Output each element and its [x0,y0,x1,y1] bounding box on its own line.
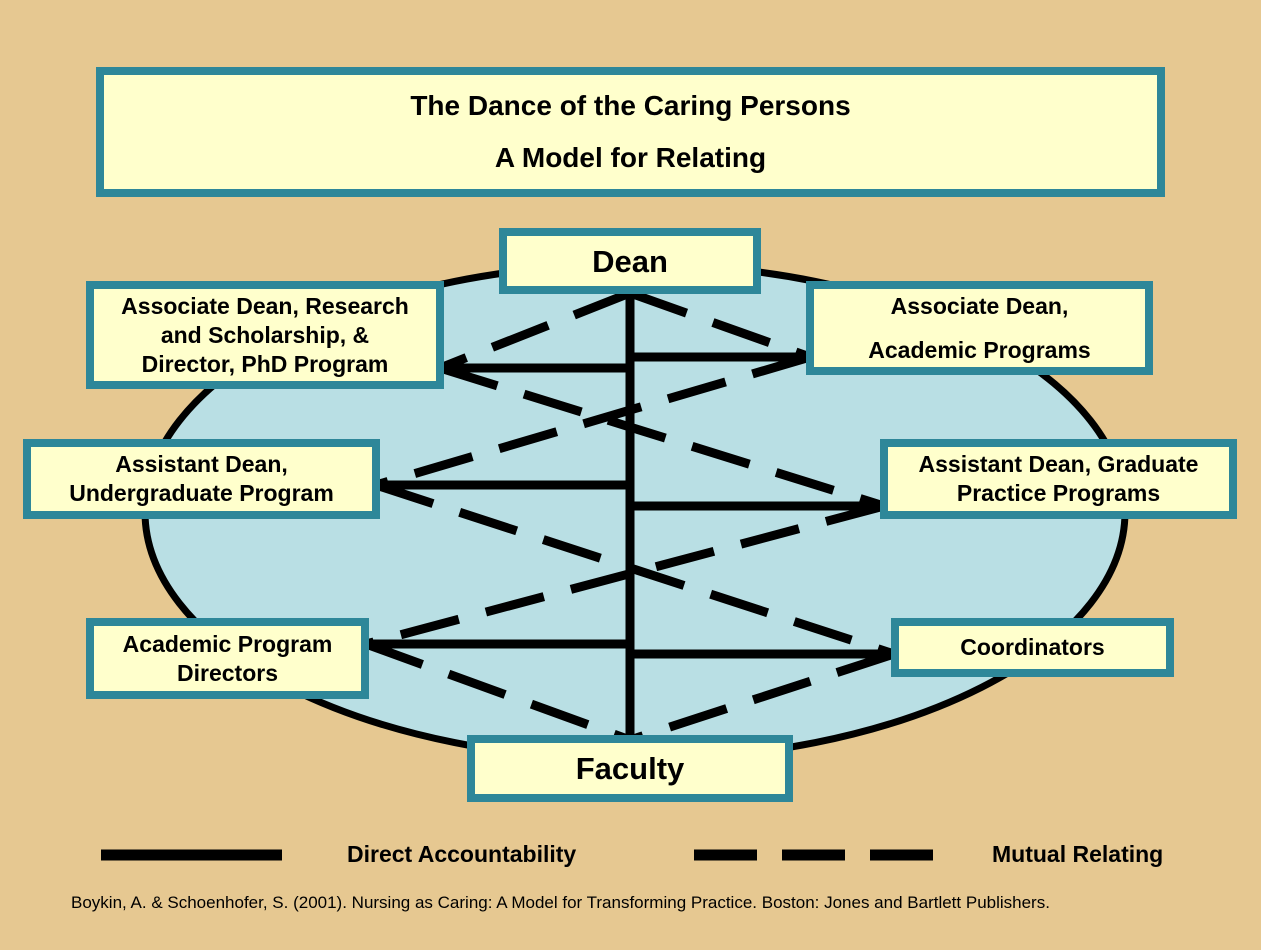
node-label: Dean [592,243,668,279]
title-line-2: A Model for Relating [494,142,767,173]
dashed-line-coordinators-faculty [628,649,896,745]
dashed-line-academic-directors-faculty [364,639,632,745]
dashed-line-dean-assoc-academic [628,288,812,362]
node-label: Assistant Dean, [115,451,288,477]
node-asst-dean-undergrad: Assistant Dean, Undergraduate Program [23,439,380,519]
node-academic-program-directors: Academic Program Directors [86,618,369,699]
node-label: Practice Programs [956,480,1161,506]
citation: Boykin, A. & Schoenhofer, S. (2001). Nur… [71,893,1050,912]
dashed-line-assoc-academic-asst-undergrad [374,352,812,490]
node-dean: Dean [499,228,761,294]
node-label: Director, PhD Program [141,350,389,377]
node-label: Academic Programs [868,337,1091,363]
node-label: Associate Dean, Research [121,292,409,319]
dashed-line-asst-undergrad-coordinators [374,480,896,659]
dashed-line-dean-assoc-research [438,288,632,373]
node-label: and Scholarship, & [160,321,370,348]
node-assoc-dean-academic: Associate Dean, Academic Programs [806,281,1153,375]
legend-mutual-relating-label: Mutual Relating [992,841,1164,867]
title-line-1: The Dance of the Caring Persons [410,90,851,121]
dashed-line-asst-grad-academic-directors [364,501,886,649]
node-label: Associate Dean, [890,293,1069,319]
node-label: Coordinators [960,634,1105,660]
node-assoc-dean-research: Associate Dean, Research and Scholarship… [86,281,444,389]
legend-direct-accountability-label: Direct Accountability [347,841,577,867]
dashed-line-assoc-research-asst-grad [438,363,886,511]
node-asst-dean-grad: Assistant Dean, Graduate Practice Progra… [880,439,1237,519]
title-box: The Dance of the Caring Persons A Model … [96,67,1165,197]
node-coordinators: Coordinators [891,618,1174,677]
node-label: Faculty [575,751,685,786]
node-label: Assistant Dean, Graduate [918,451,1199,477]
node-faculty: Faculty [467,735,793,802]
node-label: Directors [177,659,278,686]
node-label: Academic Program [122,630,333,657]
node-label: Undergraduate Program [69,480,334,506]
